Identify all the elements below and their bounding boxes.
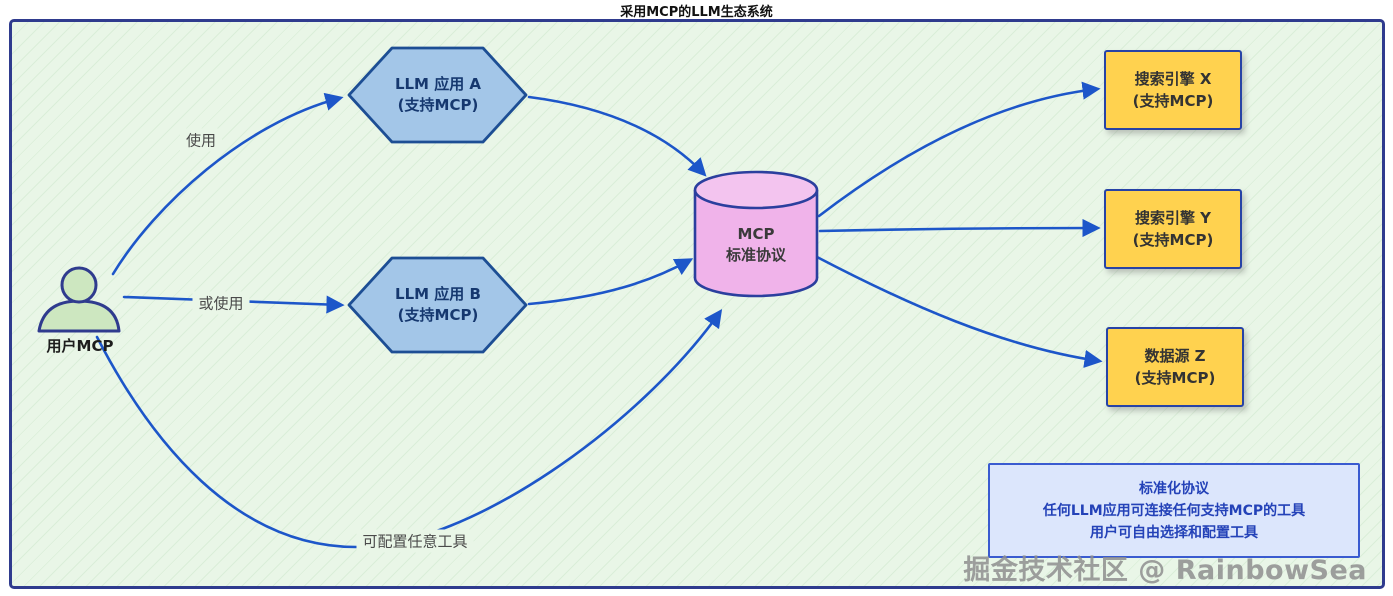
node-search-y-title: 搜索引擎 Y <box>1134 209 1212 227</box>
edge-mcp-to-search-y <box>818 218 1101 238</box>
watermark: 掘金技术社区 @ RainbowSea <box>963 555 1367 586</box>
edge-app-b-to-mcp <box>527 258 694 306</box>
edge-user-to-app-a <box>111 92 344 276</box>
node-data-z-title: 数据源 Z <box>1144 347 1206 365</box>
note-line1: 标准化协议 <box>1139 480 1209 497</box>
hexagon-app-a-shape <box>347 46 528 144</box>
edge-app-a-to-mcp <box>527 95 707 177</box>
user-body <box>37 299 121 333</box>
note-line3: 用户可自由选择和配置工具 <box>1090 524 1258 541</box>
cylinder-sides <box>693 190 819 278</box>
note-line2: 任何LLM应用可连接任何支持MCP的工具 <box>1042 502 1306 519</box>
node-data-source-z: 数据源 Z (支持MCP) <box>1106 327 1244 407</box>
note-box: 标准化协议 任何LLM应用可连接任何支持MCP的工具 用户可自由选择和配置工具 <box>988 463 1360 558</box>
cylinder-top <box>693 170 819 210</box>
hexagon-app-b-shape <box>347 256 528 354</box>
node-search-x-subtitle: (支持MCP) <box>1132 92 1214 110</box>
node-search-y-subtitle: (支持MCP) <box>1132 231 1214 249</box>
node-search-x-title: 搜索引擎 X <box>1134 70 1212 88</box>
edge-mcp-to-search-x <box>817 81 1101 218</box>
diagram-title: 采用MCP的LLM生态系统 <box>620 5 773 20</box>
edge-mcp-to-data-z <box>815 255 1103 368</box>
user-label: 用户MCP <box>46 337 114 355</box>
user-head <box>60 266 98 304</box>
node-search-engine-x: 搜索引擎 X (支持MCP) <box>1104 50 1242 130</box>
edge-label-use: 使用 <box>179 128 223 152</box>
node-search-engine-y: 搜索引擎 Y (支持MCP) <box>1104 189 1242 269</box>
edge-label-configure: 可配置任意工具 <box>356 529 474 553</box>
edge-label-or-use: 或使用 <box>192 291 250 315</box>
node-data-z-subtitle: (支持MCP) <box>1134 369 1216 387</box>
user-icon <box>37 266 121 333</box>
database-cylinder-icon <box>693 170 819 298</box>
